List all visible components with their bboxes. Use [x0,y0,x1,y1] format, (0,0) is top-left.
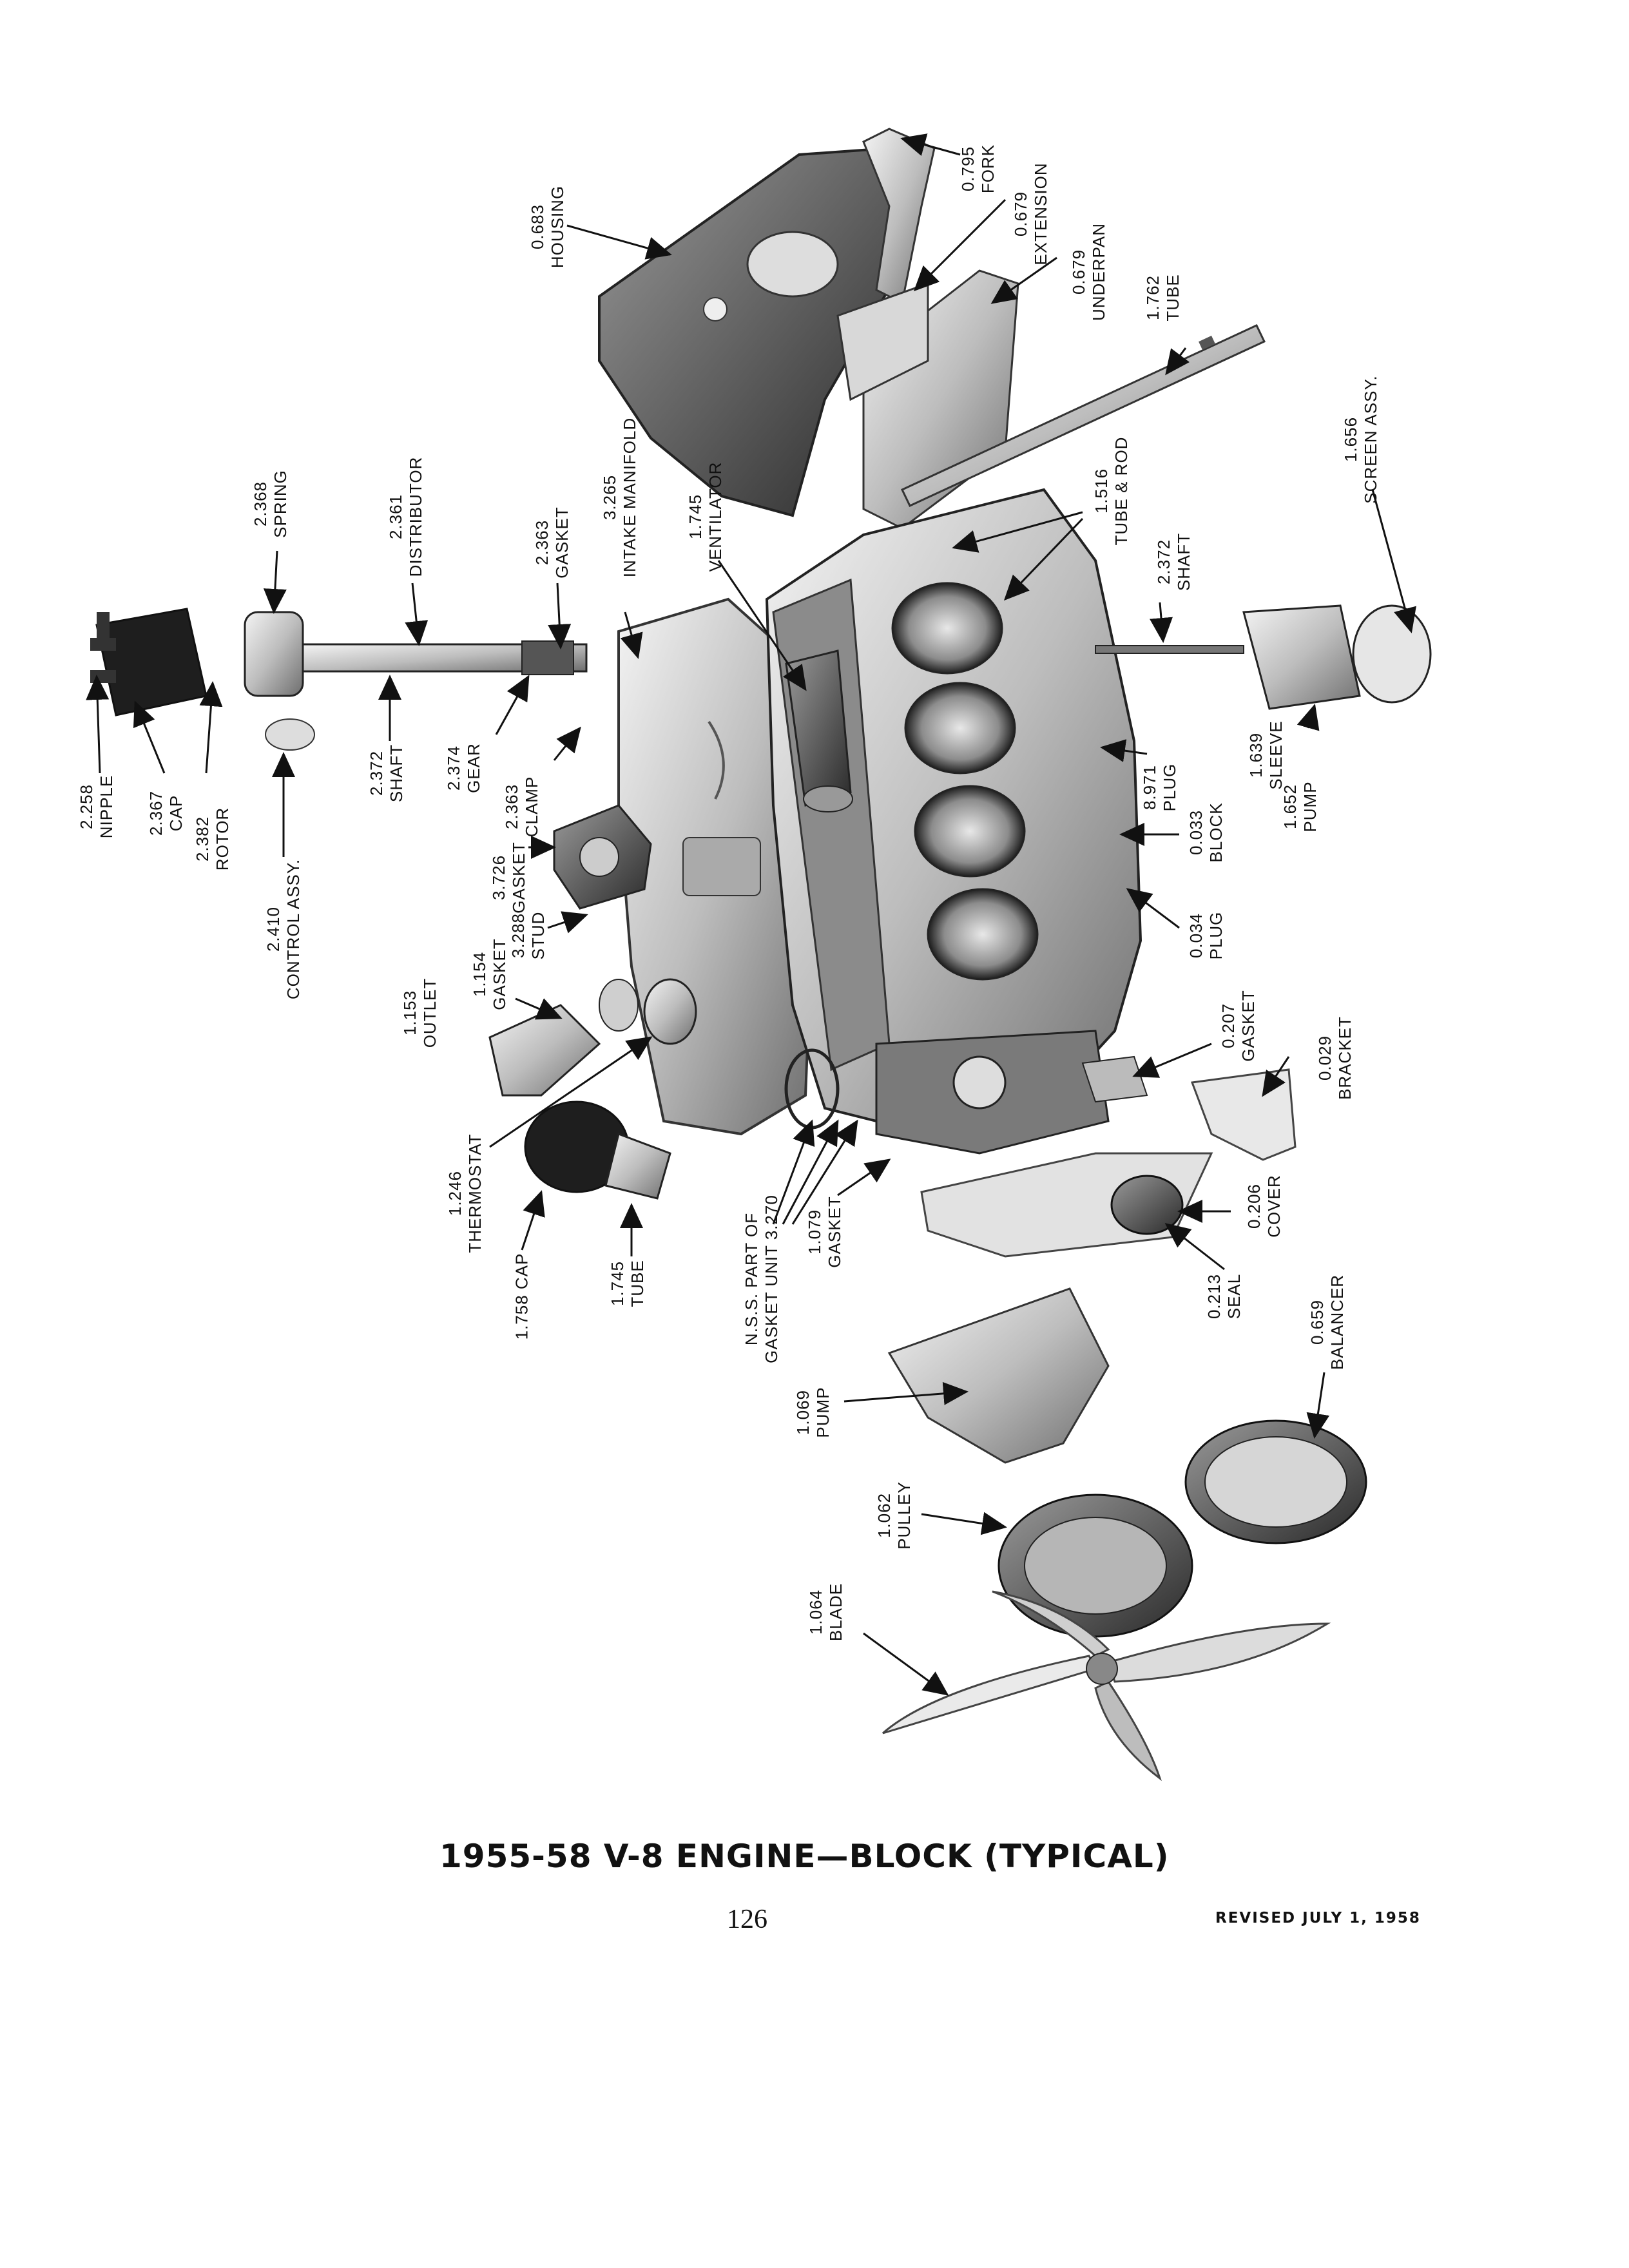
callout-rotor: 2.382 ROTOR [193,807,232,871]
callout-distributor: 2.361 DISTRIBUTOR [386,456,425,577]
flywheel-housing [598,146,898,517]
callout-pump-water: 1.069 PUMP [793,1387,833,1438]
callout-control-assy: 2.410 CONTROL ASSY. [264,858,303,1000]
callout-spring: 2.368 SPRING [251,470,290,538]
callout-shaft-dist: 2.372 SHAFT [367,744,406,803]
callout-sleeve: 1.639 SLEEVE [1246,720,1286,790]
callout-tube-1745: 1.745 TUBE [608,1260,647,1307]
extension [836,282,929,401]
figure-title: 1955-58 V-8 ENGINE—BLOCK (TYPICAL) [439,1838,1170,1875]
callout-tube-top: 1.762 TUBE [1143,274,1182,322]
callout-gasket-0207: 0.207 GASKET [1219,990,1258,1062]
callout-intake-manifold: 3.265 INTAKE MANIFOLD [600,417,639,578]
callout-plug-0034: 0.034 PLUG [1186,911,1226,960]
callout-outlet: 1.153 OUTLET [400,977,439,1048]
callout-block: 0.033 BLOCK [1186,802,1226,863]
callout-underpan: 0.679 UNDERPAN [1069,223,1108,321]
callout-nss: N.S.S. PART OF GASKET UNIT 3.270 [742,1195,781,1363]
callout-cap-1758: 1.758 CAP [512,1253,532,1340]
thermostat [643,978,697,1045]
callout-thermostat: 1.246 THERMOSTAT [445,1133,485,1253]
oil-pump [1242,604,1361,710]
bracket [1190,1068,1296,1161]
callout-cap-dist: 2.367 CAP [146,790,186,836]
callout-gear: 2.374 GEAR [444,743,483,793]
callout-balancer: 0.659 BALANCER [1307,1274,1347,1370]
water-pump [887,1287,1110,1464]
callout-gasket-1079: 1.079 GASKET [805,1196,844,1268]
oil-filler-tube [604,1133,671,1200]
leader-arrows [86,133,1416,1696]
oil-screen [1352,604,1432,704]
callout-bracket: 0.029 BRACKET [1315,1016,1354,1100]
callout-stud: 3.288 STUD [508,911,548,960]
callout-cover: 0.206 COVER [1244,1175,1284,1238]
callout-extension: 0.679 EXTENSION [1011,162,1050,265]
callout-ventilator: 1.745 VENTILATOR [686,461,725,572]
callout-screen-assy: 1.656 SCREEN ASSY. [1341,375,1380,504]
callout-gasket-1154: 1.154 GASKET [470,938,509,1010]
callout-shaft-pump: 2.372 SHAFT [1154,532,1193,591]
callout-nipple: 2.258 NIPPLE [77,774,116,839]
oil-pump-shaft [1095,645,1244,654]
callout-clamp: 2.363 CLAMP [502,776,541,838]
callout-gasket-3726: 3.726 GASKET [489,841,528,914]
callout-blade: 1.064 BLADE [806,1582,845,1642]
engine-block [765,488,1142,1155]
distributor-assembly [90,608,588,751]
callout-tube-rod: 1.516 TUBE & ROD [1092,436,1131,546]
clutch-fork [862,128,936,305]
page-number: 126 [727,1905,767,1934]
callout-housing: 0.683 HOUSING [528,185,567,269]
callout-gasket-dist: 2.363 GASKET [532,506,572,579]
callout-pump-oil: 1.652 PUMP [1280,781,1320,832]
callout-pulley: 1.062 PULLEY [874,1481,914,1550]
revised-date: REVISED JULY 1, 1958 [1215,1910,1421,1927]
callout-plug-8971: 8.971 PLUG [1140,763,1179,812]
front-gasket-0207 [1081,1055,1148,1103]
timing-cover-seal [1110,1175,1184,1235]
outlet-gasket [599,979,639,1032]
callout-fork: 0.795 FORK [958,144,998,194]
fan-blade [882,1590,1331,1782]
water-outlet [488,1004,601,1097]
callout-seal: 0.213 SEAL [1204,1273,1244,1320]
